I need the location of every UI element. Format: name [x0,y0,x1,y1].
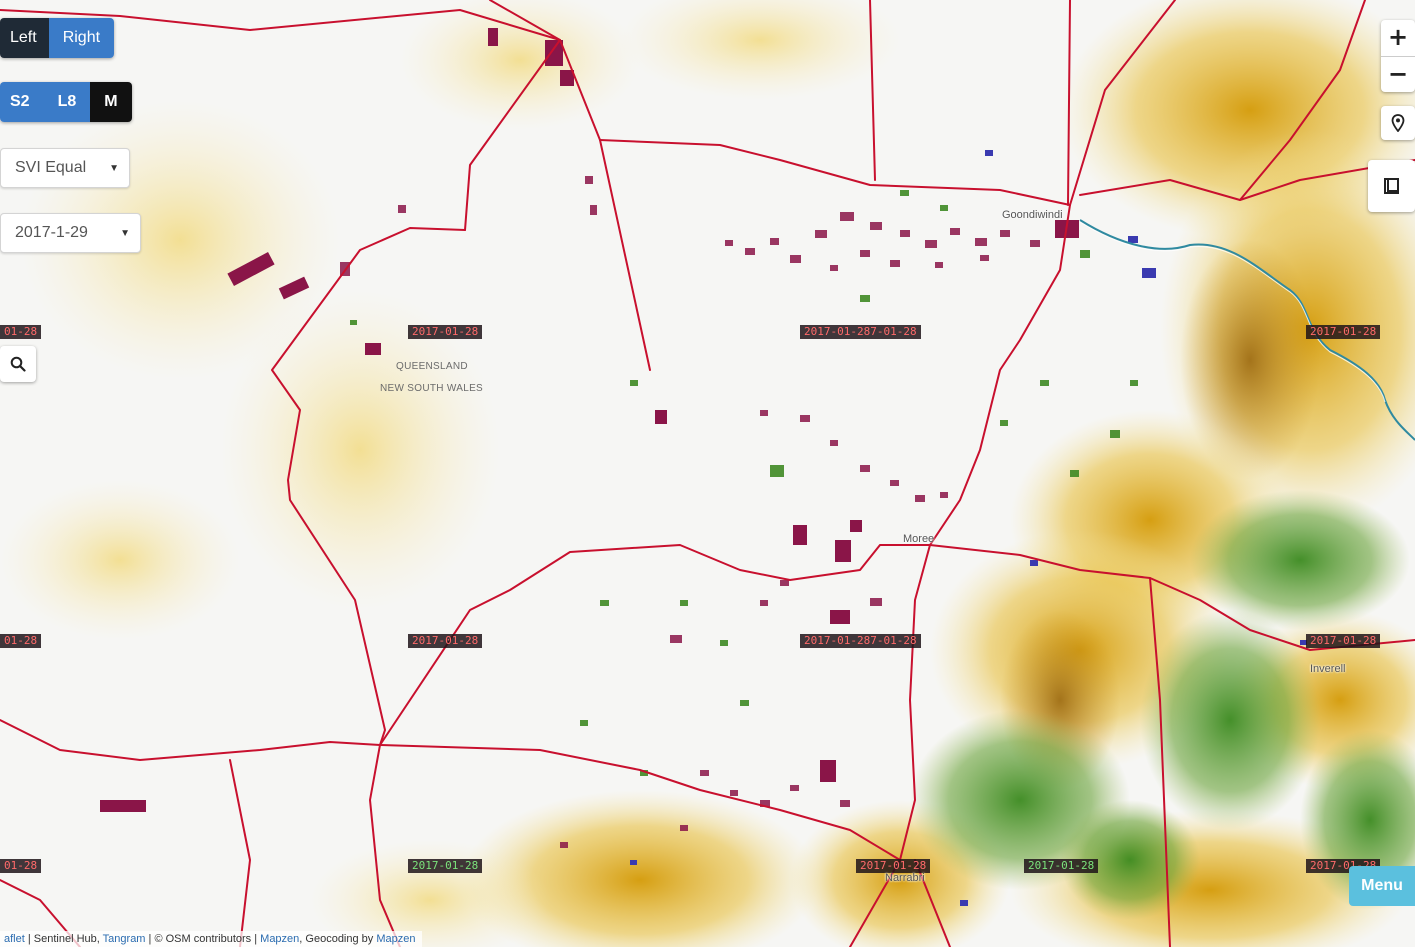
index-select-value: SVI Equal [15,159,87,176]
tile-date-label: 2017-01-28 [1306,634,1381,648]
town-label-inverell: Inverell [1310,663,1346,675]
zoom-in-button[interactable]: + [1381,20,1415,56]
plus-icon: + [1387,23,1409,51]
tile-date-label: 01-28 [0,634,42,648]
locate-button[interactable] [1381,106,1415,140]
sensor-m-button[interactable]: M [90,82,132,122]
sensor-toggle: S2 L8 M [0,82,132,122]
tile-date-label: 2017-01-28 [1024,859,1099,873]
map-attribution: aflet | Sentinel Hub, Tangram | © OSM co… [0,931,422,947]
sensor-l8-button[interactable]: L8 [43,82,91,122]
tile-date-label: 2017-01-28 [1306,325,1381,339]
town-label-moree: Moree [903,533,935,545]
town-label-goondiwindi: Goondiwindi [1002,209,1063,221]
zoom-out-button[interactable]: − [1381,56,1415,92]
caret-down-icon: ▼ [109,162,119,174]
tile-date-label: 01-28 [0,325,42,339]
sensor-s2-button[interactable]: S2 [0,82,44,122]
menu-button[interactable]: Menu [1349,866,1415,906]
tile-date-label: 2017-01-28 [856,859,931,873]
attribution-text: | © OSM contributors | [145,933,261,945]
book-icon [1383,178,1399,194]
attribution-tangram-link[interactable]: Tangram [102,933,146,945]
attribution-text: , Geocoding by [299,933,377,945]
state-label-nsw: NEW SOUTH WALES [380,383,484,394]
map-pin-icon [1391,114,1405,132]
search-button[interactable] [0,346,36,382]
compare-right-button[interactable]: Right [48,18,115,58]
town-label-narrabri: Narrabri [885,872,925,884]
zoom-control: + − [1381,20,1415,92]
attribution-leaflet-link[interactable]: aflet [4,933,25,945]
attribution-text: | Sentinel Hub, [24,933,103,945]
tile-date-label: 2017-01-28 [408,325,483,339]
tile-date-label: 2017-01-287-01-28 [800,634,921,648]
attribution-mapzen-geocoding-link[interactable]: Mapzen [376,933,416,945]
date-select[interactable]: 2017-1-29 ▼ [0,213,141,253]
attribution-mapzen-link[interactable]: Mapzen [260,933,300,945]
minus-icon: − [1387,60,1409,88]
compare-left-button[interactable]: Left [0,18,49,58]
tile-date-label: 2017-01-287-01-28 [800,325,921,339]
state-label-queensland: QUEENSLAND [396,361,468,372]
layers-button[interactable] [1368,160,1415,212]
index-select[interactable]: SVI Equal ▼ [0,148,130,188]
tile-date-label: 2017-01-28 [408,634,483,648]
tile-date-label: 2017-01-28 [408,859,483,873]
caret-down-icon: ▼ [120,227,130,239]
tile-date-label: 01-28 [0,859,42,873]
compare-toggle: Left Right [0,18,115,58]
search-icon [10,356,26,372]
date-select-value: 2017-1-29 [15,224,88,241]
